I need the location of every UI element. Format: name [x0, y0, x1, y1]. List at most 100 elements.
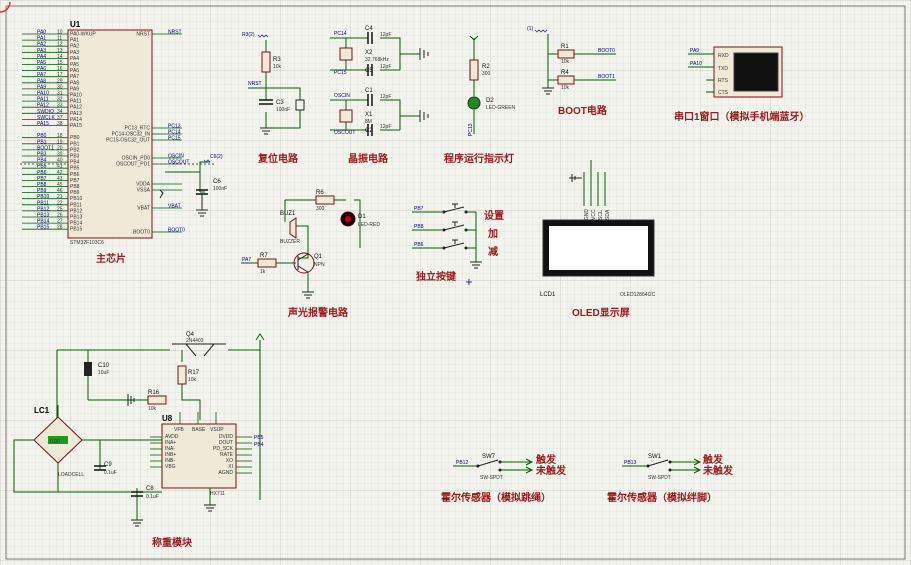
hall1-sw-ref: SW7: [482, 454, 496, 460]
hall1-block[interactable]: SW7 SW-SPDT PB12 触发 未触发 霍尔传感器（模拟跳绳）: [441, 453, 567, 504]
hx711-pin-label: AVDD: [165, 434, 179, 440]
scale-q4-value: 2N4403: [186, 338, 204, 344]
mcu-pin-label: PB12: [70, 208, 82, 214]
hx711-pin-label: BASE: [192, 427, 206, 433]
mcu-pin-number: 32: [57, 97, 63, 103]
alarm-block[interactable]: R6 300 D1 LED-RED BUZ1 BUZZER R7 1k PA7 …: [241, 190, 380, 319]
keys-block[interactable]: PB7 PB8 PB6 设置 加 减 独立按键: [412, 203, 504, 285]
loadcell-value: 0.00: [50, 439, 60, 445]
crystal-c1-ref: C1: [365, 88, 373, 94]
mcu-pin-label: PB15: [70, 227, 82, 233]
boot-block[interactable]: (1) R1 10k R4 10k BOOT0 BOOT1 BOOT电路: [527, 26, 616, 117]
hall2-block[interactable]: SW1 SW-SPDT PB13 触发 未触发 霍尔传感器（模拟绊脚）: [607, 453, 734, 504]
mcu-pin-label: PA15: [70, 123, 82, 129]
mcu-pin-net: PA11: [37, 97, 49, 103]
c6-block[interactable]: C6 100nF C6(2): [159, 154, 227, 217]
section-reset: 复位电路: [257, 152, 299, 165]
mcu-pin-net: PA8: [37, 78, 46, 84]
mcu-pin-label: PB7: [70, 178, 80, 184]
hx711-pin-label: VFB: [174, 427, 184, 433]
reset-block[interactable]: R3(2) R3 10k NRST C3 100nF 复位电路: [242, 32, 305, 165]
scale-lc-part: LOADCELL: [58, 472, 84, 478]
mcu-right-pin-label: VSSA: [137, 188, 151, 194]
section-keys: 独立按键: [416, 270, 457, 283]
section-hall1: 霍尔传感器（模拟跳绳）: [441, 491, 551, 504]
oled-ref: LCD1: [540, 292, 556, 298]
boot-r1-value: 10k: [561, 59, 570, 65]
boot-r4-ref: R4: [561, 70, 569, 76]
mcu-pin-net: PA12: [37, 103, 49, 109]
crystal-c2-ref: C2: [365, 128, 373, 134]
mcu-pin-number: 30: [57, 84, 63, 90]
mcu-pin-net: PB1: [37, 139, 47, 145]
crystal-net-pc14: PC14: [334, 31, 347, 37]
mcu-pin-number: 31: [57, 91, 63, 97]
mcu-pin-number: 11: [57, 36, 62, 42]
hall1-net: PB12: [456, 460, 468, 466]
mcu-pin-number: 12: [57, 42, 63, 48]
section-crystal: 晶振电路: [348, 152, 389, 165]
mcu-pin-label: PA12: [70, 105, 82, 111]
boot-net-boot1: BOOT1: [598, 74, 615, 80]
hx711-pin-label: PD_SCK: [213, 446, 234, 452]
mcu-pin-number: 22: [57, 200, 63, 206]
mcu-pin-net: PB14: [37, 219, 49, 225]
mcu-right-pin-label: OSCOUT_PD1: [116, 162, 150, 168]
mcu-right-pin-net: PC15: [168, 136, 181, 142]
reset-c-ref: C3: [276, 100, 284, 106]
mcu-pin-label: PA13: [70, 111, 82, 117]
mcu-pin-label: PB0: [70, 135, 80, 141]
scale-block[interactable]: Q4 2N4403 C10 10uF R17 10k R16 10k U8 HX…: [13, 332, 265, 549]
uart-block[interactable]: RXD TXD RTS CTS PA9 PA10 串口1窗口（模拟手机端蓝牙）: [674, 46, 810, 123]
mcu-pin-net: PA1: [37, 36, 46, 42]
mcu-pin-label: PB5: [70, 166, 80, 172]
oled-block[interactable]: GND VCC SCL SDA LCD1 OLED12864I2C OLED显示…: [540, 160, 656, 319]
scale-net-pb5: PB5: [254, 435, 264, 441]
mcu-pin-net: PB10: [37, 194, 49, 200]
alarm-buz-part: BUZZER: [280, 239, 300, 245]
mcu-pin-net: PA10: [37, 91, 49, 97]
key-minus[interactable]: [442, 239, 468, 250]
scale-r16-value: 10k: [148, 406, 157, 412]
crystal-c4-ref: C4: [365, 26, 373, 32]
mcu-right-pin-net: PC14: [168, 130, 181, 136]
hx711-pin-label: INA+: [165, 440, 176, 446]
hx711-chip[interactable]: [161, 423, 237, 489]
mcu-pin-label: PB14: [70, 221, 82, 227]
mcu-pin-label: PB4: [70, 160, 80, 166]
mcu-pin-net: PA0: [37, 30, 46, 36]
crystal-block[interactable]: PC14 PC15 OSCIN OSCOUT C4 12pF C5 12pF C…: [330, 26, 429, 165]
mcu-pin-label: PB2: [70, 147, 80, 153]
mcu-ref: U1: [70, 20, 81, 29]
key-set[interactable]: [442, 203, 468, 214]
mcu-pin-number: 13: [57, 48, 63, 54]
run-led-r-value: 300: [482, 71, 491, 77]
mcu-pin-net: PB0: [37, 133, 47, 139]
mcu-pin-number: 26: [57, 213, 63, 219]
run-led-block[interactable]: R2 300 D2 LED-GREEN PC13 程序运行指示灯: [444, 35, 516, 165]
hall2-on-label: 触发: [702, 453, 724, 466]
key-plus[interactable]: [442, 221, 468, 232]
reset-net: NRST: [248, 81, 262, 87]
scale-r16-ref: R16: [148, 390, 160, 396]
boot-r4-value: 10k: [561, 85, 570, 91]
mcu-pin-net: PB7: [37, 176, 47, 182]
mcu-pin-number: 14: [57, 54, 63, 60]
alarm-buz-ref: BUZ1: [280, 211, 296, 217]
scale-c10-ref: C10: [98, 363, 110, 369]
hall1-off-label: 未触发: [535, 464, 567, 477]
mcu-pin-number: 29: [57, 78, 63, 84]
mcu-right-pin-net: OSCIN: [168, 154, 184, 160]
mcu-pin-net: PA9: [37, 84, 46, 90]
mcu-right-pin-label: OSCIN_PD0: [122, 156, 151, 162]
mcu-pin-label: PA7: [70, 74, 79, 80]
mcu-pin-number: 43: [57, 176, 63, 182]
mcu-pin-label: PB3: [70, 154, 80, 160]
crystal-net-pc15: PC15: [334, 70, 347, 76]
mcu-pin-label: PA4: [70, 56, 79, 62]
mcu-pin-net: PB13: [37, 213, 49, 219]
mcu-pin-label: PA10: [70, 93, 82, 99]
mcu-pin-number: 45: [57, 182, 63, 188]
